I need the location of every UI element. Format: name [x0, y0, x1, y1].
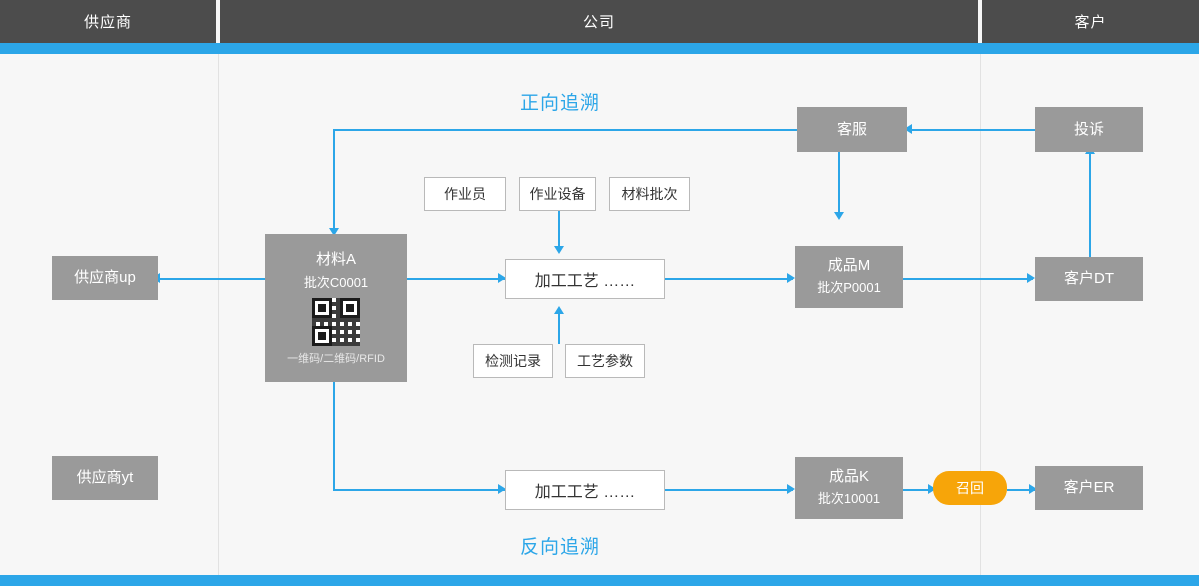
node-customer-dt[interactable]: 客户DT [1035, 257, 1143, 301]
node-product-k[interactable]: 成品K 批次10001 [795, 457, 903, 519]
header-cell-company: 公司 [220, 0, 978, 43]
conn-process-to-productk-arrow [787, 484, 795, 494]
box-process-bottom[interactable]: 加工工艺 …… [505, 470, 665, 510]
conn-service-to-productm-arrow [834, 212, 844, 220]
box-material-batch[interactable]: 材料批次 [609, 177, 690, 211]
conn-material-to-supplier-up [160, 278, 265, 280]
accent-bar-bottom [0, 575, 1199, 586]
column-divider-right [980, 54, 981, 575]
conn-recall-to-er-arrow [1029, 484, 1037, 494]
box-operator[interactable]: 作业员 [424, 177, 506, 211]
conn-productm-to-dt [903, 278, 1033, 280]
header-label-company: 公司 [582, 14, 615, 31]
node-product-m-title: 成品M [827, 257, 871, 274]
conn-material-to-process [407, 278, 505, 280]
conn-material-down-h [333, 489, 505, 491]
node-customer-service-label: 客服 [836, 120, 867, 138]
node-complaint-label: 投诉 [1073, 120, 1104, 138]
conn-batchgroup-to-process-arrow [554, 246, 564, 254]
conn-params-to-process [558, 312, 560, 344]
conn-complaint-to-service-arrow [904, 124, 912, 134]
conn-process-to-productk [665, 489, 793, 491]
conn-service-to-material-v [333, 129, 335, 229]
header-label-supplier: 供应商 [83, 14, 132, 31]
column-header-bar: 供应商 公司 客户 [0, 0, 1199, 52]
box-equipment[interactable]: 作业设备 [519, 177, 596, 211]
conn-productk-to-recall [903, 489, 933, 491]
badge-recall-label: 召回 [956, 480, 984, 496]
conn-material-down-v [333, 382, 335, 490]
accent-bar-top [0, 43, 1199, 54]
conn-service-to-material-h [333, 129, 800, 131]
conn-dt-to-complaint [1089, 152, 1091, 257]
forward-trace-label: 正向追溯 [520, 93, 601, 114]
node-supplier-yt[interactable]: 供应商yt [52, 456, 158, 500]
box-operator-label: 作业员 [444, 186, 486, 202]
conn-material-down-arrow [498, 484, 506, 494]
conn-process-to-productm [665, 278, 793, 280]
node-product-k-batch: 批次10001 [817, 491, 881, 506]
node-product-m-batch: 批次P0001 [817, 280, 881, 295]
node-customer-er[interactable]: 客户ER [1035, 466, 1143, 510]
conn-service-to-productm [838, 152, 840, 217]
node-customer-dt-label: 客户DT [1064, 270, 1114, 287]
header-cell-customer: 客户 [982, 0, 1199, 43]
box-process-params-label: 工艺参数 [577, 353, 633, 369]
header-divider-1 [216, 0, 220, 43]
conn-complaint-to-service [912, 129, 1035, 131]
badge-recall[interactable]: 召回 [933, 471, 1007, 505]
backward-trace-label: 反向追溯 [520, 537, 601, 558]
box-inspection-record-label: 检测记录 [485, 353, 541, 369]
conn-productm-to-dt-arrow [1027, 273, 1035, 283]
box-process-top[interactable]: 加工工艺 …… [505, 259, 665, 299]
conn-productk-to-recall-arrow [928, 484, 936, 494]
conn-material-to-process-arrow [498, 273, 506, 283]
node-material-a-title: 材料A [315, 251, 356, 268]
column-divider-left [218, 54, 219, 575]
node-supplier-yt-label: 供应商yt [76, 469, 134, 486]
conn-batchgroup-to-process [558, 211, 560, 251]
node-customer-er-label: 客户ER [1063, 479, 1115, 496]
conn-service-to-material-arrow [329, 228, 339, 236]
node-material-a-batch: 批次C0001 [303, 275, 369, 290]
node-material-a-code-types: 一维码/二维码/RFID [287, 353, 385, 365]
node-complaint[interactable]: 投诉 [1035, 107, 1143, 152]
header-cell-supplier: 供应商 [0, 0, 216, 43]
box-inspection-record[interactable]: 检测记录 [473, 344, 553, 378]
box-material-batch-label: 材料批次 [621, 186, 678, 202]
node-product-k-title: 成品K [828, 468, 869, 485]
conn-process-to-productm-arrow [787, 273, 795, 283]
conn-recall-to-er [1007, 489, 1035, 491]
header-label-customer: 客户 [1074, 14, 1107, 31]
header-divider-2 [978, 0, 982, 43]
box-process-top-label: 加工工艺 …… [534, 273, 636, 290]
node-supplier-up[interactable]: 供应商up [52, 256, 158, 300]
conn-params-to-process-arrow [554, 306, 564, 314]
node-material-a[interactable]: 材料A 批次C0001 一维码/二维码/RFID [265, 234, 407, 382]
node-supplier-up-label: 供应商up [74, 269, 136, 286]
node-customer-service[interactable]: 客服 [797, 107, 907, 152]
box-process-params[interactable]: 工艺参数 [565, 344, 645, 378]
qr-code-icon [312, 298, 360, 346]
node-product-m[interactable]: 成品M 批次P0001 [795, 246, 903, 308]
box-process-bottom-label: 加工工艺 …… [534, 484, 636, 501]
box-equipment-label: 作业设备 [529, 186, 586, 202]
